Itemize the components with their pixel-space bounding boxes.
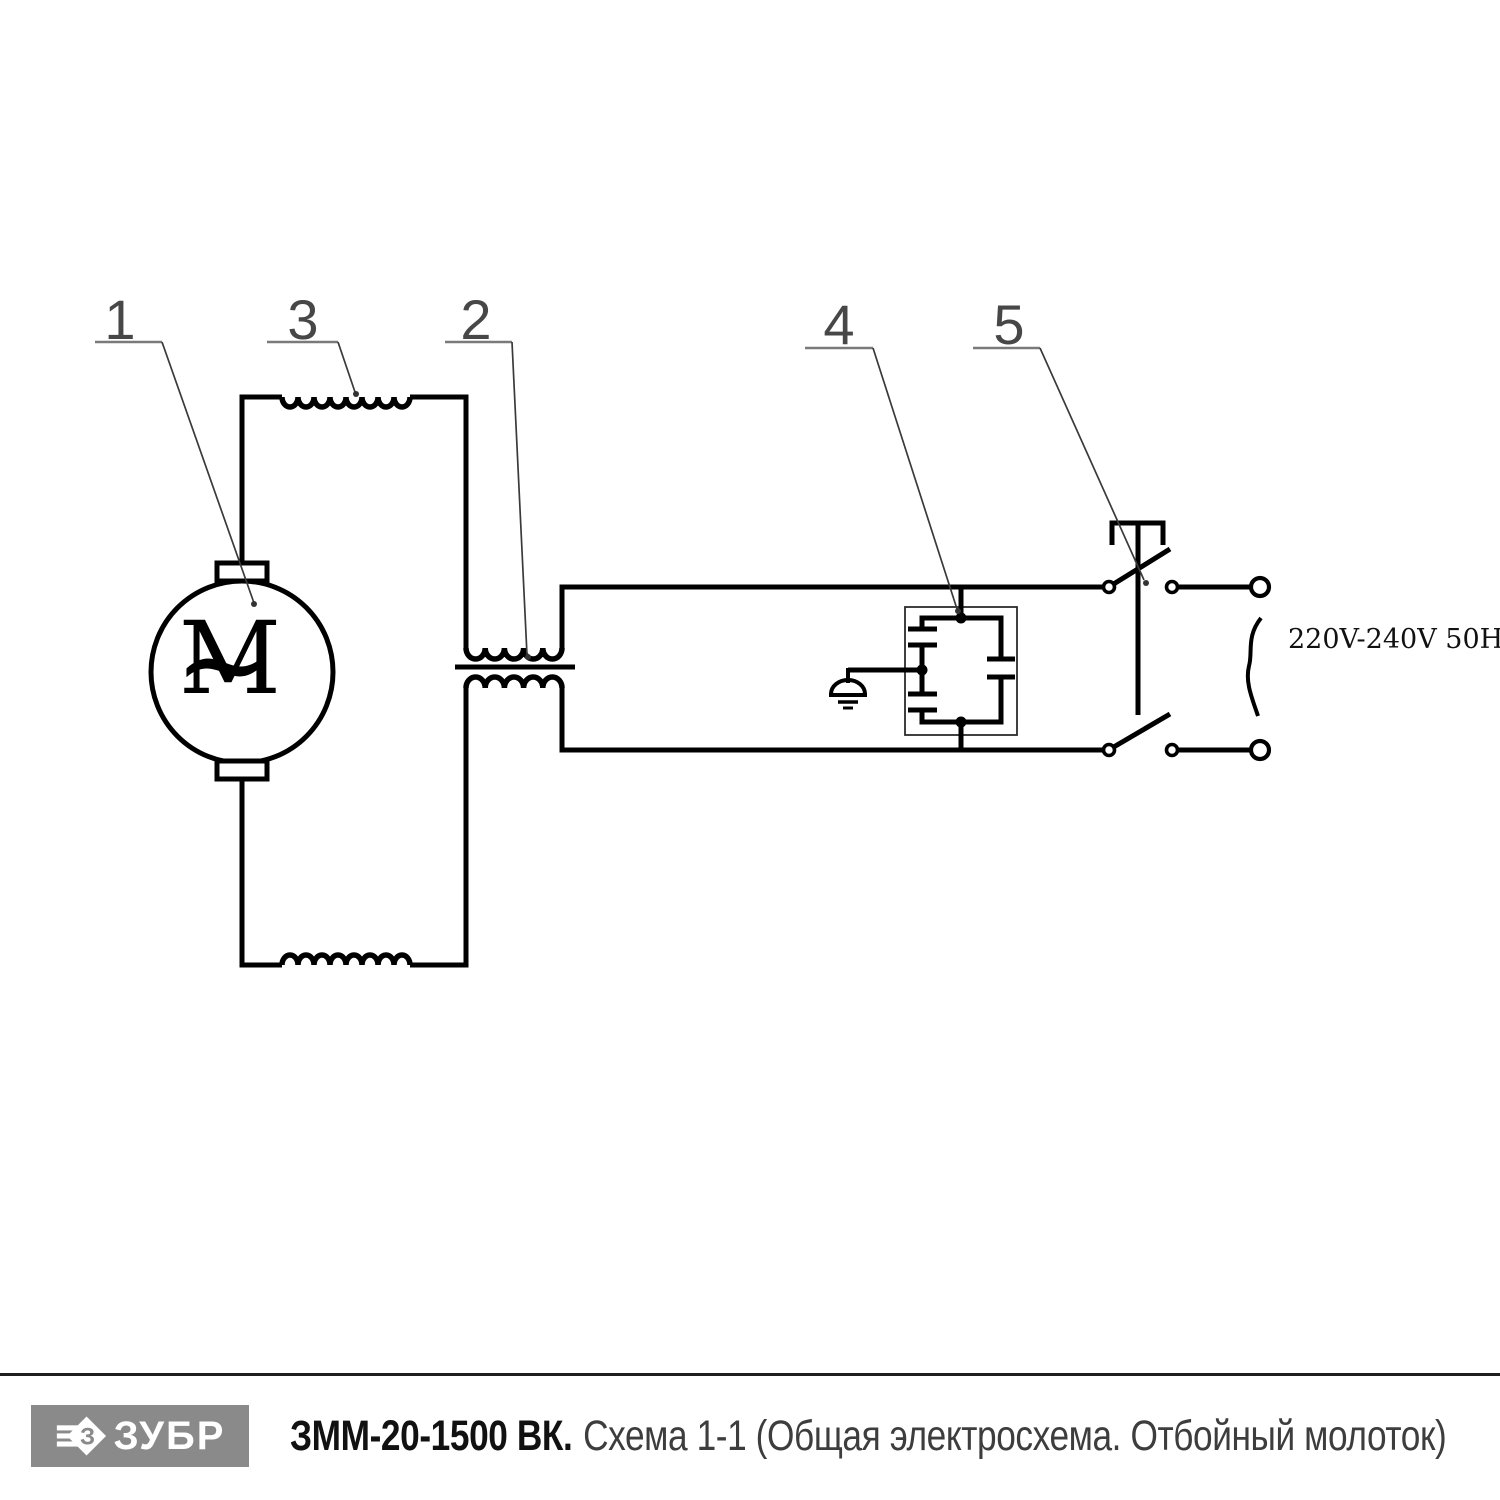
power-rating-text: 220V-240V 50Hz: [1288, 624, 1500, 655]
callout-1-dot: [251, 601, 257, 607]
callout-3-dot: [353, 391, 359, 397]
switch-contact-bottom-right: [1164, 742, 1180, 758]
zubr-logo-text: ЗУБР: [113, 1414, 226, 1458]
callout-labels: 1 3 2 4 5: [95, 288, 1149, 660]
motor-top-wire: [239, 394, 469, 648]
motor-symbol: M ~: [148, 394, 469, 968]
callout-3-leader: [337, 341, 356, 393]
junction-dot-bottom: [955, 716, 967, 728]
callout-2-number: 2: [460, 288, 491, 351]
filter-left-branch-wires: [919, 615, 961, 725]
choke-lower-winding: [463, 674, 565, 689]
footer-caption-text: Схема 1-1 (Общая электросхема. Отбойный …: [583, 1411, 1447, 1460]
capacitor-filter-block: [829, 587, 1018, 750]
capacitor-right: [987, 656, 1015, 680]
power-switch: [1101, 520, 1272, 762]
callout-4-dot: [955, 608, 961, 614]
zubr-logo: З ЗУБР: [31, 1405, 249, 1467]
callout-1-leader: [161, 341, 255, 604]
filter-right-branch-wires: [961, 615, 1004, 725]
supply-terminal-bottom: [1248, 738, 1272, 762]
schematic-canvas: M ~: [95, 288, 1500, 968]
zubr-logo-icon: З: [56, 1416, 106, 1456]
callout-5-number: 5: [993, 293, 1024, 356]
zubr-logo-icon-letter: З: [80, 1423, 95, 1450]
junction-dot-mid: [916, 664, 928, 676]
footer-divider: [0, 1373, 1500, 1376]
switch-blade-top: [1110, 546, 1172, 588]
callout-4-number: 4: [823, 293, 854, 356]
switch-contact-top-right: [1164, 579, 1180, 595]
motor-letter: M: [179, 600, 281, 717]
callout-3-number: 3: [287, 288, 318, 351]
capacitor-left-bottom: [908, 691, 937, 713]
callout-1-number: 1: [104, 288, 135, 351]
callout-4-leader: [872, 347, 958, 610]
switch-blade-bottom: [1110, 711, 1172, 751]
callout-5-dot: [1143, 580, 1149, 586]
motor-ac-symbol: ~: [174, 595, 275, 734]
choke-upper-winding: [463, 647, 565, 662]
motor-brush-bottom: [214, 758, 270, 782]
supply-brace: [1245, 616, 1263, 717]
junction-dot-top: [955, 612, 967, 624]
callout-2-dot: [525, 654, 531, 660]
field-winding-bottom-coil: [279, 952, 413, 966]
callout-5-leader: [1039, 347, 1145, 581]
suppression-choke: [455, 584, 1104, 753]
switch-contact-top-left: [1101, 579, 1117, 595]
earth-ground-icon: [829, 668, 867, 710]
choke-output-wires: [559, 584, 1104, 753]
motor-brush-top: [214, 560, 270, 584]
capacitor-left-top: [908, 626, 937, 648]
footer-caption: ЗММ-20-1500 ВК. Схема 1-1 (Общая электро…: [290, 1405, 1447, 1467]
switch-contact-bottom-left: [1101, 742, 1117, 758]
footer-model-number: ЗММ-20-1500 ВК.: [290, 1411, 573, 1460]
switch-output-wires: [1177, 584, 1250, 753]
field-winding-top-coil: [279, 396, 413, 410]
callout-2-leader: [511, 341, 528, 656]
supply-terminal-top: [1248, 575, 1272, 599]
motor-bottom-wire: [239, 688, 469, 968]
